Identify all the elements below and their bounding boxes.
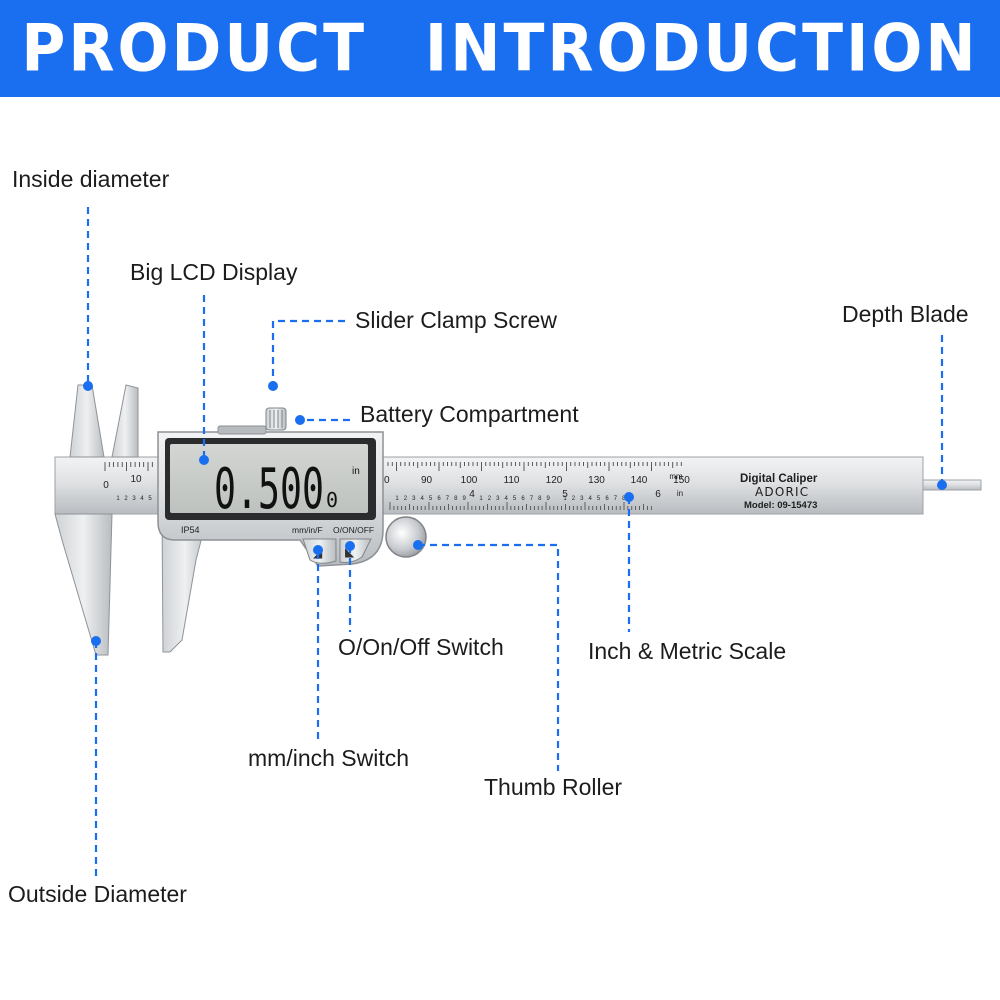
mm-unit-label: mm [669, 472, 683, 481]
fixed-lower-jaw [54, 513, 113, 656]
inch-sub-label: 8 [454, 496, 458, 502]
mm-scale-label: 120 [546, 475, 563, 486]
lcd-display [170, 444, 368, 513]
inch-sub-label: 9 [463, 496, 467, 502]
ip-rating: IP54 [181, 525, 200, 535]
mm-scale-label: 90 [421, 475, 433, 486]
inch-sub-label: 4 [589, 496, 593, 502]
inch-sub-label: 7 [614, 496, 618, 502]
inch-sub-label: 4 [421, 496, 425, 502]
inch-sub-label: 5 [597, 496, 601, 502]
lcd-unit: in [352, 466, 360, 477]
jaw-inch-label: 5 [148, 496, 152, 502]
inch-sub-label: 9 [547, 496, 551, 502]
inch-sub-label: 5 [513, 496, 517, 502]
lcd-reading: 0.500 [214, 457, 324, 522]
leader-lines [86, 207, 944, 876]
inch-sub-label: 8 [538, 496, 542, 502]
inch-sub-label: 4 [505, 496, 509, 502]
brand-logo: ADORIC [755, 485, 809, 499]
slider-clamp-screw[interactable] [265, 407, 287, 431]
mode-label: mm/in/F [292, 525, 323, 535]
inch-sub-label: 2 [488, 496, 492, 502]
mm-scale-label: 100 [461, 475, 478, 486]
inch-sub-label: 3 [496, 496, 500, 502]
inch-sub-label: 3 [580, 496, 584, 502]
label-depth-blade: Depth Blade [842, 301, 969, 327]
jaw-inch-label: 2 [124, 496, 128, 502]
fixed-upper-jaw [69, 384, 105, 458]
banner-title: PRODUCT INTRODUCTION [21, 10, 979, 87]
inch-scale-label: 6 [655, 489, 661, 500]
inch-sub-label: 6 [521, 496, 525, 502]
mm-scale-label: 150 [673, 475, 690, 486]
inch-sub-label: 5 [429, 496, 433, 502]
label-clamp-screw: Slider Clamp Screw [355, 307, 557, 333]
mm-scale-label: 140 [631, 475, 648, 486]
inch-scale-label: 5 [562, 489, 568, 500]
inch-sub-label: 2 [404, 496, 408, 502]
sliding-upper-jaw [111, 384, 139, 458]
power-label: O/ON/OFF [333, 525, 374, 535]
depth-blade [922, 479, 982, 491]
model-number: Model: 09-15473 [744, 500, 817, 511]
label-lcd-display: Big LCD Display [130, 259, 298, 285]
lcd-fraction: 0 [326, 488, 338, 512]
inch-sub-label: 1 [479, 496, 483, 502]
jaw-inch-label: 4 [140, 496, 144, 502]
label-on-off-switch: O/On/Off Switch [338, 634, 504, 660]
header-banner [0, 0, 1000, 97]
mm-scale-label: 80 [378, 475, 390, 486]
clamp-screw-knurl [269, 410, 283, 428]
jaw-inch-label: 3 [132, 496, 136, 502]
inch-sub-label: 6 [437, 496, 441, 502]
jaw-mm-label: 10 [130, 474, 142, 485]
battery-compartment[interactable] [217, 425, 267, 435]
mm-scale-label: 110 [504, 475, 520, 486]
inch-sub-label: 7 [530, 496, 534, 502]
inch-sub-label: 1 [563, 496, 567, 502]
label-battery-compartment: Battery Compartment [360, 401, 579, 427]
label-inch-metric-scale: Inch & Metric Scale [588, 638, 787, 664]
inch-scale-label: 4 [469, 489, 475, 500]
inch-sub-label: 6 [605, 496, 609, 502]
label-inside-diameter: Inside diameter [12, 166, 170, 192]
jaw-mm-label: 0 [103, 480, 109, 491]
inch-sub-label: 3 [412, 496, 416, 502]
mm-scale-label: 130 [588, 475, 605, 486]
inch-sub-label: 1 [395, 496, 399, 502]
leader-dots [83, 381, 947, 646]
inch-unit-label: in [677, 489, 683, 498]
label-thumb-roller: Thumb Roller [484, 774, 623, 800]
brand-title: Digital Caliper [740, 473, 818, 485]
inch-sub-label: 7 [446, 496, 450, 502]
label-outside-diameter: Outside Diameter [8, 881, 187, 907]
thumb-roller[interactable] [385, 516, 427, 558]
label-mm-inch-switch: mm/inch Switch [248, 745, 410, 771]
inch-sub-label: 2 [572, 496, 576, 502]
jaw-inch-label: 1 [116, 496, 120, 502]
inch-sub-label: 8 [622, 496, 626, 502]
